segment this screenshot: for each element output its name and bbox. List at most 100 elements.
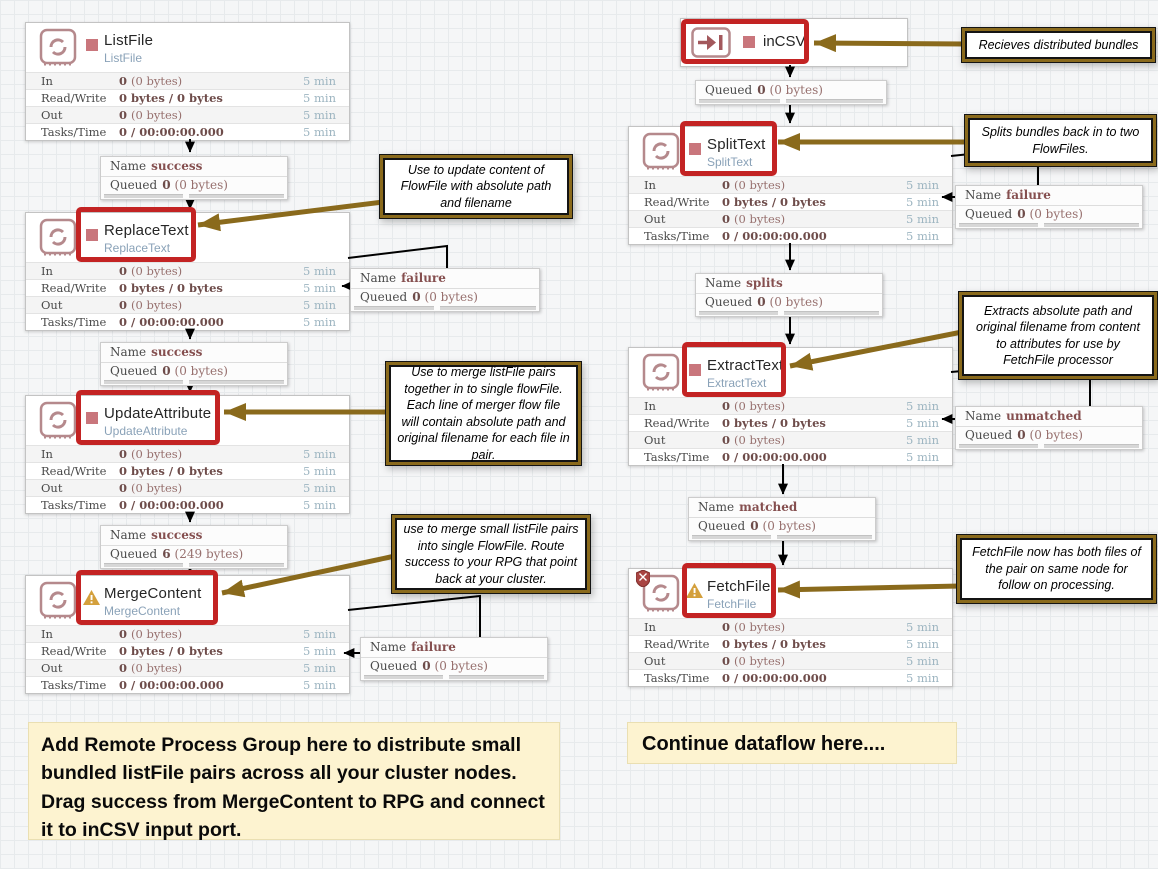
- stat-value: 0(0 bytes): [119, 447, 183, 461]
- stat-time: 5 min: [906, 620, 939, 634]
- red-highlight-mergecontent: [76, 570, 218, 625]
- input-port-icon: [691, 27, 731, 63]
- stat-label: In: [644, 178, 656, 192]
- annotation-text: Recieves distributed bundles: [978, 37, 1139, 52]
- warning-icon: [686, 583, 703, 603]
- annotation-text: Use to update content of FlowFile with a…: [400, 162, 552, 210]
- stat-value: 0 / 00:00:00.000: [119, 315, 224, 329]
- queue-percent-bars: [696, 311, 882, 316]
- canvas-label-rpg-instructions[interactable]: Add Remote Process Group here to distrib…: [28, 722, 560, 841]
- stat-value: 0 / 00:00:00.000: [119, 125, 224, 139]
- red-highlight-incsv: [681, 19, 809, 64]
- stat-value: 0(0 bytes): [119, 298, 183, 312]
- stat-label: Tasks/Time: [41, 498, 107, 512]
- stat-label: Read/Write: [41, 91, 107, 105]
- stat-value: 0 / 00:00:00.000: [722, 229, 827, 243]
- stat-time: 5 min: [303, 108, 336, 122]
- stat-label: Tasks/Time: [644, 450, 710, 464]
- stat-time: 5 min: [303, 464, 336, 478]
- annotation-note-mergecontent: use to merge small listFile pairs into s…: [395, 518, 587, 590]
- annotation-note-incsv: Recieves distributed bundles: [965, 31, 1152, 59]
- stat-label: Read/Write: [41, 644, 107, 658]
- stat-time: 5 min: [303, 644, 336, 658]
- stat-time: 5 min: [906, 450, 939, 464]
- stat-value: 0(0 bytes): [722, 399, 786, 413]
- annotation-text: Use to merge listFile pairs together in …: [397, 365, 570, 462]
- processor-name: ReplaceText: [104, 222, 189, 239]
- processor-type: ReplaceText: [104, 241, 171, 255]
- stat-time: 5 min: [303, 264, 336, 278]
- annotation-note-extracttext: Extracts absolute path and original file…: [962, 295, 1154, 376]
- canvas-label-continue[interactable]: Continue dataflow here....: [627, 722, 957, 764]
- stat-time: 5 min: [303, 661, 336, 675]
- stat-time: 5 min: [303, 481, 336, 495]
- stat-value: 0(0 bytes): [119, 661, 183, 675]
- processor-name: UpdateAttribute: [104, 405, 212, 422]
- processor-type: MergeContent: [104, 604, 181, 618]
- stat-label: Tasks/Time: [41, 678, 107, 692]
- stat-time: 5 min: [303, 498, 336, 512]
- stat-value: 0(0 bytes): [119, 108, 183, 122]
- processor-icon: [39, 28, 77, 71]
- processor-icon: [39, 401, 77, 444]
- red-highlight-replacetext: [76, 207, 196, 262]
- stat-time: 5 min: [303, 74, 336, 88]
- stopped-indicator-icon: [86, 39, 98, 51]
- processor-header: ExtractText ExtractText: [629, 348, 952, 397]
- stat-value: 0(0 bytes): [722, 620, 786, 634]
- queue-percent-bars: [956, 444, 1142, 449]
- processor-icon: [642, 353, 680, 396]
- stopped-indicator-icon: [743, 36, 755, 48]
- annotation-note-splittext: Splits bundles back in to two FlowFiles.: [968, 118, 1153, 163]
- stat-label: In: [41, 74, 53, 88]
- processor-type: SplitText: [707, 155, 753, 169]
- annotation-text: Extracts absolute path and original file…: [976, 303, 1140, 368]
- stopped-indicator-icon: [689, 364, 701, 376]
- stat-time: 5 min: [906, 654, 939, 668]
- annotation-note-fetchfile: FetchFile now has both files of the pair…: [960, 538, 1153, 600]
- queue-percent-bars: [101, 194, 287, 199]
- stat-label: Tasks/Time: [41, 315, 107, 329]
- queue-percent-bars: [361, 675, 547, 680]
- stat-value: 0 bytes / 0 bytes: [119, 644, 223, 658]
- stat-time: 5 min: [303, 91, 336, 105]
- stat-label: In: [41, 627, 53, 641]
- input-port-name: inCSV: [763, 33, 806, 50]
- stat-label: In: [41, 447, 53, 461]
- stat-time: 5 min: [906, 416, 939, 430]
- stat-label: Out: [644, 654, 666, 668]
- processor-type: FetchFile: [707, 597, 757, 611]
- queue-percent-bars: [101, 563, 287, 568]
- stat-value: 0 / 00:00:00.000: [119, 498, 224, 512]
